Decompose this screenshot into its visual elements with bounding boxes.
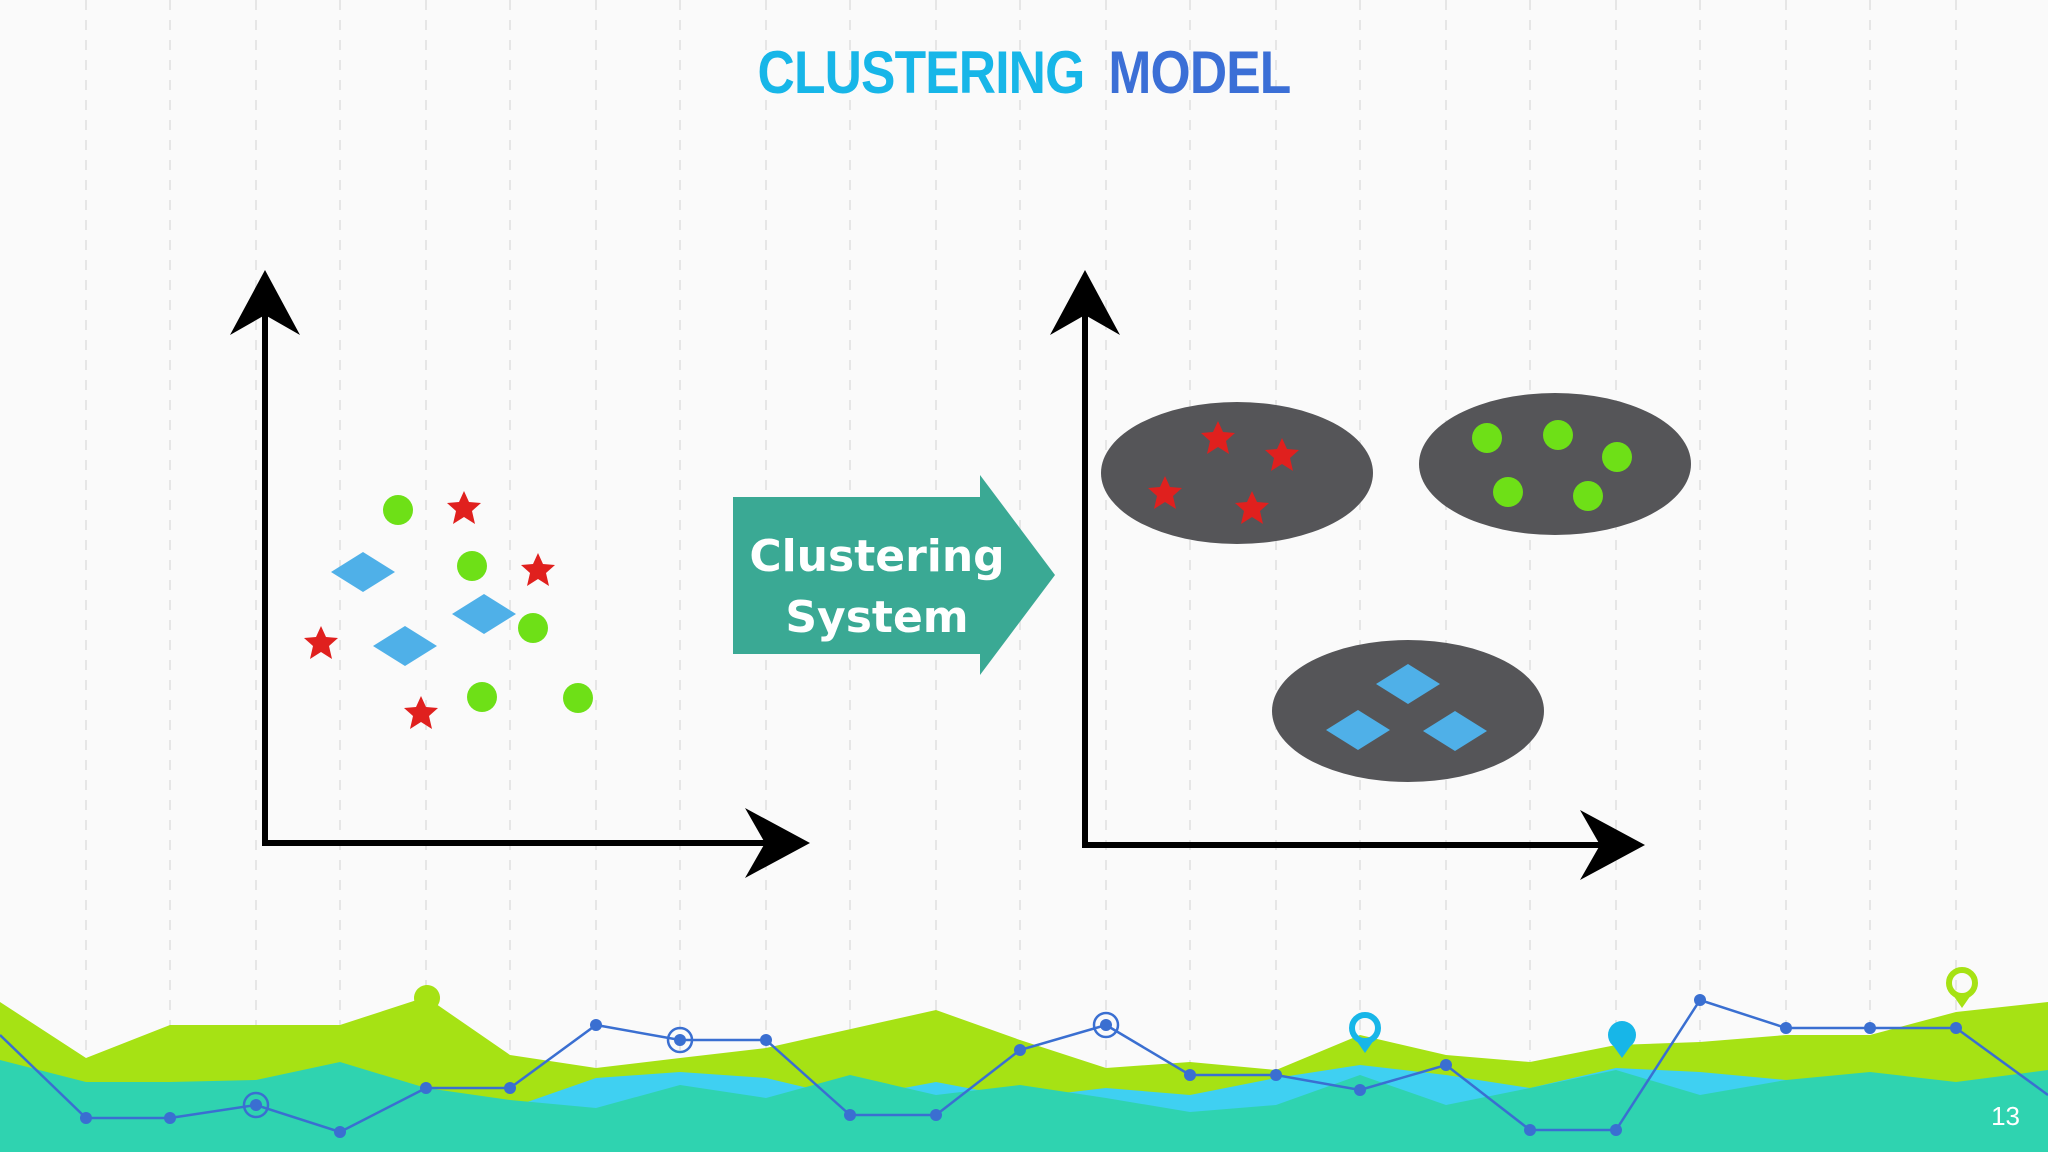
graph-point-ring bbox=[1092, 1011, 1120, 1039]
graph-point bbox=[760, 1034, 772, 1046]
graph-point bbox=[504, 1082, 516, 1094]
page-number: 13 bbox=[1991, 1101, 2020, 1131]
green-dot bbox=[518, 613, 548, 643]
graph-point bbox=[420, 1082, 432, 1094]
graph-point bbox=[1014, 1044, 1026, 1056]
cluster-dots bbox=[1419, 393, 1691, 535]
slide-title: CLUSTERING MODEL bbox=[143, 38, 1904, 107]
graph-point bbox=[590, 1019, 602, 1031]
unclustered-points bbox=[304, 491, 593, 729]
graph-point bbox=[250, 1099, 262, 1111]
title-part-clustering: CLUSTERING bbox=[757, 39, 1086, 106]
map-pin-icon bbox=[1608, 1021, 1636, 1049]
graph-point-ring bbox=[666, 1026, 694, 1054]
map-pin-icon bbox=[1953, 995, 1971, 1008]
graph-point bbox=[844, 1109, 856, 1121]
graph-point bbox=[1610, 1124, 1622, 1136]
map-pin-icon bbox=[1946, 967, 1978, 999]
graph-point bbox=[80, 1112, 92, 1124]
left-y-arrowhead bbox=[230, 270, 300, 335]
red-star bbox=[447, 491, 481, 524]
red-star bbox=[404, 696, 438, 729]
green-dot bbox=[383, 495, 413, 525]
title-part-model: MODEL bbox=[1108, 39, 1291, 106]
right-y-arrowhead bbox=[1050, 270, 1120, 335]
graph-point bbox=[1354, 1084, 1366, 1096]
right-axes bbox=[1050, 270, 1645, 880]
blue-diamond bbox=[331, 552, 395, 592]
left-x-arrowhead bbox=[745, 808, 810, 878]
arrow-label-line1: Clustering bbox=[749, 531, 1004, 582]
graph-point bbox=[930, 1109, 942, 1121]
graph-point bbox=[1694, 994, 1706, 1006]
green-dot bbox=[1543, 420, 1573, 450]
green-dot bbox=[563, 683, 593, 713]
graph-point bbox=[1270, 1069, 1282, 1081]
blue-diamond bbox=[452, 594, 516, 634]
footer-decoration bbox=[0, 967, 2048, 1152]
map-pin-icon bbox=[418, 1000, 436, 1013]
graph-point bbox=[1864, 1022, 1876, 1034]
green-dot bbox=[1493, 477, 1523, 507]
green-dot bbox=[467, 682, 497, 712]
arrow-shape bbox=[733, 475, 1055, 675]
graph-point bbox=[1100, 1019, 1112, 1031]
red-star bbox=[521, 553, 555, 586]
cluster-diamonds bbox=[1272, 640, 1544, 782]
graph-point bbox=[1950, 1022, 1962, 1034]
green-dot bbox=[457, 551, 487, 581]
right-x-arrowhead bbox=[1580, 810, 1645, 880]
red-star bbox=[304, 626, 338, 659]
map-pin-icon bbox=[414, 985, 441, 1012]
cluster-ellipse bbox=[1419, 393, 1691, 535]
cluster-ellipse bbox=[1272, 640, 1544, 782]
graph-point-ring bbox=[242, 1091, 270, 1119]
graph-point bbox=[1780, 1022, 1792, 1034]
graph-point bbox=[1440, 1059, 1452, 1071]
graph-point bbox=[1184, 1069, 1196, 1081]
map-pin-icon bbox=[1356, 1040, 1374, 1053]
arrow-label-line2: System bbox=[785, 592, 968, 643]
clustering-system-arrow: Clustering System bbox=[733, 475, 1055, 675]
cluster-stars bbox=[1101, 402, 1373, 544]
graph-point bbox=[334, 1126, 346, 1138]
cluster-ellipse bbox=[1101, 402, 1373, 544]
green-dot bbox=[1602, 442, 1632, 472]
graph-point bbox=[164, 1112, 176, 1124]
left-axes bbox=[230, 270, 810, 878]
green-dot bbox=[1472, 423, 1502, 453]
graph-point bbox=[674, 1034, 686, 1046]
map-pin-icon bbox=[1612, 1044, 1632, 1058]
graph-point bbox=[1524, 1124, 1536, 1136]
blue-diamond bbox=[373, 626, 437, 666]
green-dot bbox=[1573, 481, 1603, 511]
